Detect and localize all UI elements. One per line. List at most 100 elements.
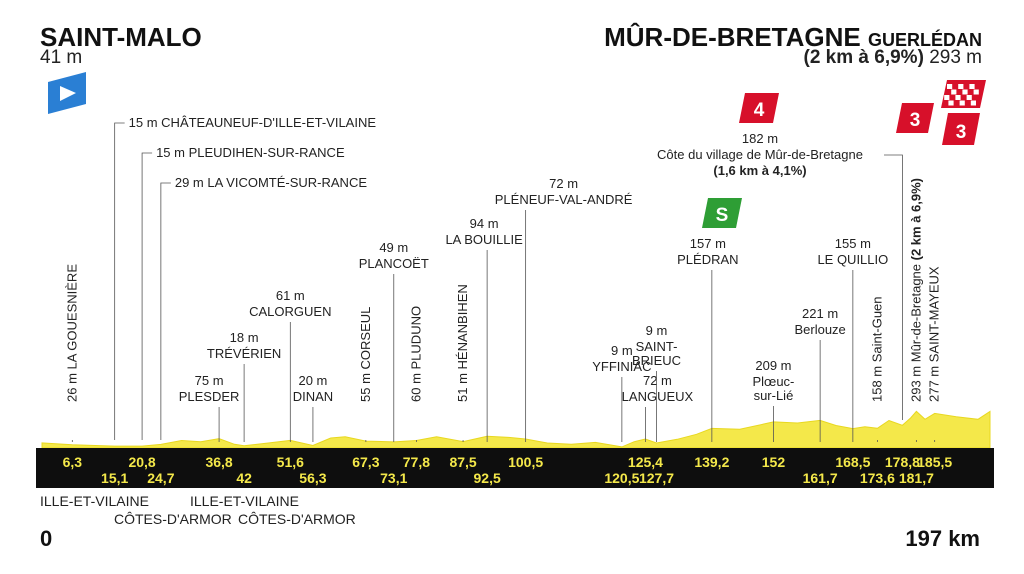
place-altitude: 72 m [643, 373, 672, 388]
distance-band [36, 448, 994, 488]
start-altitude: 41 m [40, 47, 83, 68]
place-altitude: 49 m [379, 240, 408, 255]
place-name: BRIEUC [632, 353, 681, 368]
vertical-place-bold: (2 km à 6,9%) [908, 178, 923, 264]
vertical-place-label: 293 m Mûr-de-Bretagne (2 km à 6,9%) [908, 178, 923, 402]
distance-tick: 161,7 [803, 470, 838, 486]
distance-tick: 181,7 [899, 470, 934, 486]
place-name: TRÉVÉRIEN [207, 346, 281, 361]
place-name: Plœuc- [753, 374, 795, 389]
place-name: LE QUILLIO [817, 252, 888, 267]
finish-flag-icon [941, 80, 986, 108]
region-label: ILLE-ET-VILAINE [190, 493, 299, 509]
place-altitude: 18 m [230, 330, 259, 345]
place-name: Berlouze [794, 322, 845, 337]
category-3-finish-badge-shape [942, 113, 980, 145]
place-altitude: 9 m [646, 323, 668, 338]
distance-tick: 120,5 [604, 470, 639, 486]
finish-flag-check [944, 95, 950, 100]
finish-flag-check [955, 95, 961, 100]
callout-leader [141, 152, 153, 440]
km-total: 197 km [905, 526, 980, 551]
finish-flag-check [966, 95, 972, 100]
distance-tick: 87,5 [449, 454, 476, 470]
category-4-badge-label: 4 [754, 100, 765, 121]
place-name: SAINT- [636, 339, 678, 354]
distance-tick: 42 [236, 470, 252, 486]
distance-tick: 15,1 [101, 470, 128, 486]
start-flag-icon [48, 72, 86, 114]
place-name: LA BOUILLIE [445, 232, 523, 247]
finish-info: (2 km à 6,9%) 293 m [804, 48, 983, 67]
finish-flag-check [951, 89, 957, 95]
finish-flag-check [969, 84, 975, 89]
distance-tick: 6,3 [63, 454, 83, 470]
distance-tick: 92,5 [474, 470, 501, 486]
place-altitude: 94 m [470, 216, 499, 231]
vertical-place-label: 158 m Saint-Guen [869, 296, 884, 402]
category-3-badge-label: 3 [910, 110, 921, 131]
region-label: ILLE-ET-VILAINE [40, 493, 149, 509]
category-4-badge: 4 [739, 93, 779, 123]
finish-climb: (2 km à 6,9%) [803, 47, 924, 68]
region-label: CÔTES-D'ARMOR [238, 511, 356, 527]
distance-tick: 100,5 [508, 454, 543, 470]
finish-flag-check [958, 84, 964, 89]
distance-tick: 125,4 [628, 454, 663, 470]
category-3-finish-badge-label: 3 [956, 122, 967, 143]
distance-tick: 168,5 [835, 454, 870, 470]
finish-flag-check [948, 100, 954, 106]
sprint-badge-shape [702, 198, 742, 228]
place-name: sur-Lié [754, 388, 794, 403]
distance-tick: 56,3 [299, 470, 326, 486]
finish-altitude: 293 m [929, 47, 982, 68]
distance-tick: 67,3 [352, 454, 379, 470]
place-altitude: 75 m [195, 373, 224, 388]
place-altitude: 157 m [690, 236, 726, 251]
category-4-badge-shape [739, 93, 779, 123]
sprint-badge-label: S [716, 205, 729, 226]
vertical-place-label: 51 m HÉNANBIHEN [455, 284, 470, 402]
climb-detail: (1,6 km à 4,1%) [713, 163, 806, 178]
finish-town-name: MÛR-DE-BRETAGNE [604, 22, 861, 52]
distance-tick: 36,8 [205, 454, 232, 470]
place-altitude: 61 m [276, 288, 305, 303]
finish-flag-check [962, 89, 968, 95]
place-name: YFFINIAC [592, 359, 651, 374]
distance-tick: 77,8 [403, 454, 430, 470]
place-altitude: 72 m [549, 176, 578, 191]
climb-leader [884, 154, 903, 420]
climb-name: Côte du village de Mûr-de-Bretagne [657, 147, 863, 162]
distance-tick: 24,7 [147, 470, 174, 486]
start-town: SAINT-MALO [40, 22, 202, 52]
finish-town: MÛR-DE-BRETAGNE GUERLÉDAN [604, 24, 982, 50]
distance-tick: 73,1 [380, 470, 407, 486]
vertical-place-label: 277 m SAINT-MAYEUX [927, 266, 942, 402]
place-name: PLANCOËT [359, 256, 429, 271]
finish-flag-check [947, 84, 953, 89]
place-name: PLESDER [179, 389, 240, 404]
vertical-place-label: 60 m PLUDUNO [408, 306, 423, 402]
vertical-place-label: 26 m LA GOUESNIÈRE [64, 264, 79, 402]
place-altitude: 20 m [298, 373, 327, 388]
place-name: LANGUEUX [622, 389, 694, 404]
place-name: DINAN [293, 389, 333, 404]
finish-flag-check [973, 89, 979, 95]
place-name: PLÉNEUF-VAL-ANDRÉ [495, 192, 633, 207]
place-name: PLÉDRAN [677, 252, 738, 267]
finish-flag-check [970, 100, 976, 106]
distance-tick: 178,8 [885, 454, 920, 470]
category-3-finish-badge: 3 [942, 113, 980, 145]
elevation-profile [41, 410, 991, 449]
finish-flag-check [959, 100, 965, 106]
place-altitude: 209 m [755, 358, 791, 373]
callout-label: 29 m LA VICOMTÉ-SUR-RANCE [175, 175, 367, 190]
callout-leader [114, 122, 125, 440]
callout-leader [160, 182, 171, 440]
vertical-place-label: 55 m CORSEUL [358, 307, 373, 402]
sprint-badge: S [702, 198, 742, 228]
climb-altitude: 182 m [742, 131, 778, 146]
distance-tick: 51,6 [277, 454, 304, 470]
